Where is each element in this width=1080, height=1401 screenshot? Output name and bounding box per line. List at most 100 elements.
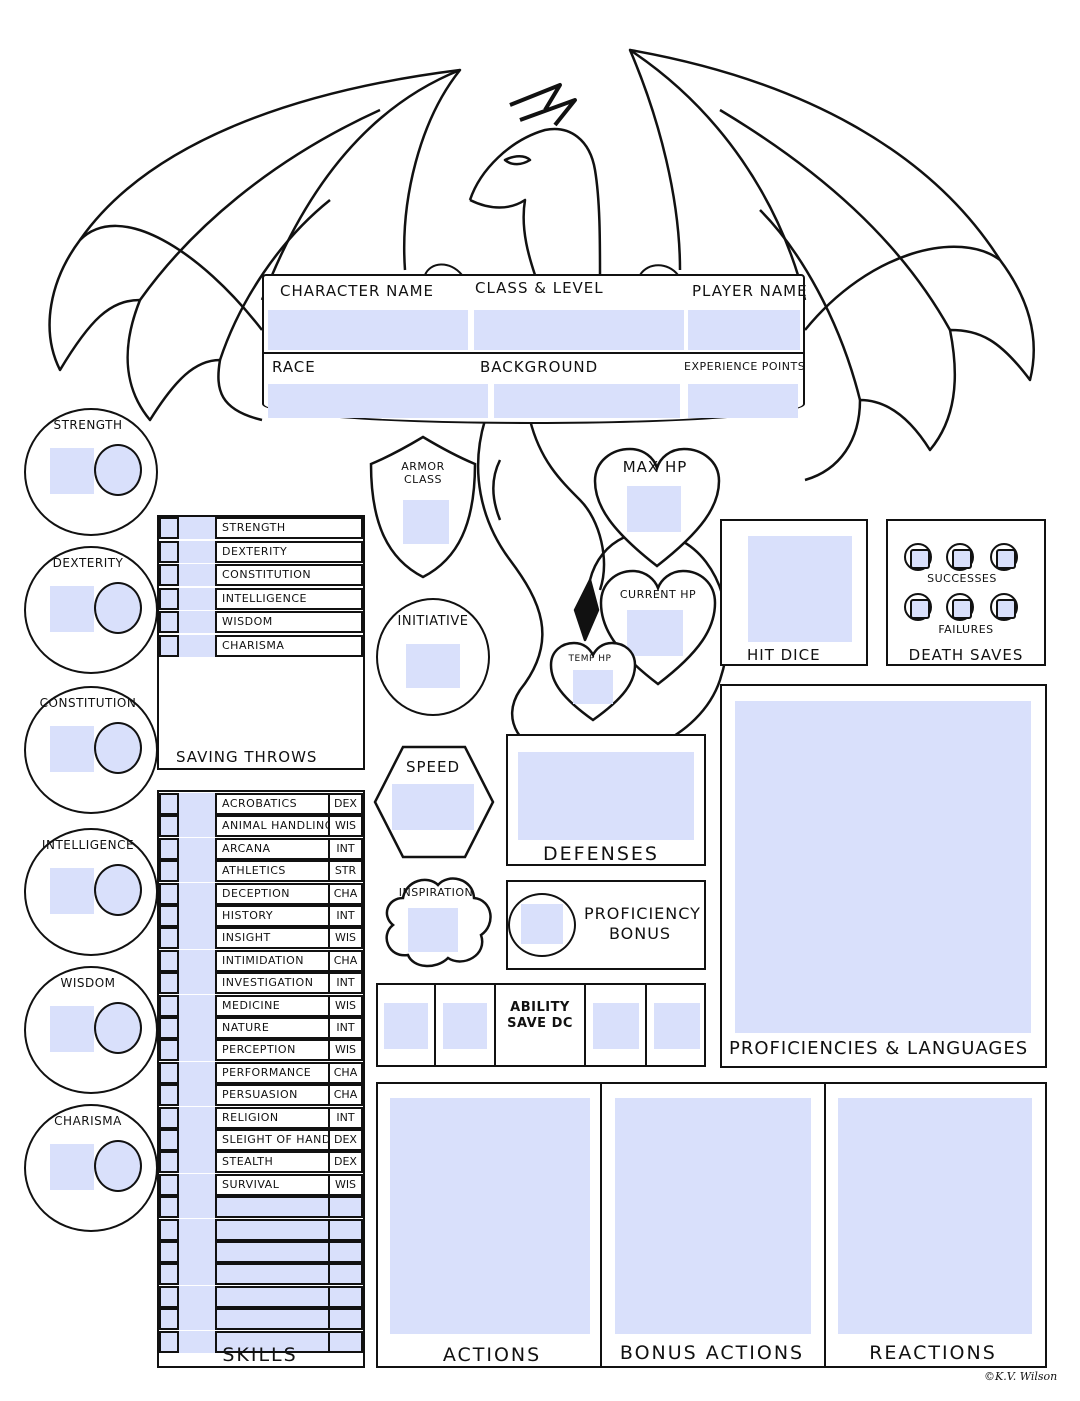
ability-modifier-field[interactable] bbox=[94, 1140, 142, 1192]
save-dc-field-3[interactable] bbox=[593, 1003, 639, 1049]
skill-name-field[interactable] bbox=[217, 1285, 330, 1308]
proficiency-checkbox[interactable] bbox=[159, 1241, 179, 1263]
proficiency-checkbox[interactable] bbox=[159, 1106, 179, 1129]
saving-throw-modifier[interactable] bbox=[179, 587, 217, 610]
skill-modifier[interactable] bbox=[179, 1241, 217, 1263]
max-hp-field[interactable] bbox=[627, 486, 681, 532]
speed-field[interactable] bbox=[392, 784, 474, 830]
skill-ability-field[interactable] bbox=[330, 1330, 363, 1353]
proficiency-checkbox[interactable] bbox=[159, 1330, 179, 1353]
ability-modifier-field[interactable] bbox=[94, 444, 142, 496]
ability-modifier-field[interactable] bbox=[94, 864, 142, 916]
proficiency-checkbox[interactable] bbox=[159, 972, 179, 995]
ability-score-field[interactable] bbox=[50, 586, 94, 632]
skill-modifier[interactable] bbox=[179, 1173, 217, 1196]
skill-modifier[interactable] bbox=[179, 905, 217, 927]
proficiency-checkbox[interactable] bbox=[159, 860, 179, 883]
temp-hp-field[interactable] bbox=[573, 670, 613, 704]
proficiency-checkbox[interactable] bbox=[159, 882, 179, 905]
saving-throw-modifier[interactable] bbox=[179, 517, 217, 539]
experience-field[interactable] bbox=[688, 384, 798, 418]
actions-field[interactable] bbox=[390, 1098, 590, 1334]
skill-modifier[interactable] bbox=[179, 1196, 217, 1219]
death-save-success-box[interactable] bbox=[946, 543, 974, 571]
skill-name-field[interactable] bbox=[217, 1263, 330, 1286]
death-save-success-box[interactable] bbox=[990, 543, 1018, 571]
skill-name-field[interactable] bbox=[217, 1241, 330, 1263]
proficiency-checkbox[interactable] bbox=[159, 1061, 179, 1084]
ability-score-field[interactable] bbox=[50, 1144, 94, 1190]
skill-modifier[interactable] bbox=[179, 1039, 217, 1062]
race-field[interactable] bbox=[268, 384, 488, 418]
skill-modifier[interactable] bbox=[179, 1061, 217, 1084]
skill-modifier[interactable] bbox=[179, 994, 217, 1017]
skill-name-field[interactable] bbox=[217, 1330, 330, 1353]
background-field[interactable] bbox=[494, 384, 680, 418]
skill-modifier[interactable] bbox=[179, 860, 217, 883]
proficiency-checkbox[interactable] bbox=[159, 1285, 179, 1308]
skill-ability-field[interactable] bbox=[330, 1263, 363, 1286]
proficiency-checkbox[interactable] bbox=[159, 634, 179, 657]
defenses-field[interactable] bbox=[518, 752, 694, 840]
proficiency-checkbox[interactable] bbox=[159, 1151, 179, 1174]
death-save-success-box[interactable] bbox=[904, 543, 932, 571]
skill-modifier[interactable] bbox=[179, 1084, 217, 1107]
proficiency-checkbox[interactable] bbox=[159, 994, 179, 1017]
skill-modifier[interactable] bbox=[179, 1151, 217, 1174]
proficiency-checkbox[interactable] bbox=[159, 1263, 179, 1286]
skill-modifier[interactable] bbox=[179, 1106, 217, 1129]
proficiency-checkbox[interactable] bbox=[159, 905, 179, 927]
proficiency-checkbox[interactable] bbox=[159, 1196, 179, 1219]
skill-modifier[interactable] bbox=[179, 1017, 217, 1039]
proficiency-checkbox[interactable] bbox=[159, 1308, 179, 1331]
ability-score-field[interactable] bbox=[50, 868, 94, 914]
death-save-failure-box[interactable] bbox=[946, 593, 974, 621]
skill-modifier[interactable] bbox=[179, 1129, 217, 1151]
skill-ability-field[interactable] bbox=[330, 1196, 363, 1219]
skill-modifier[interactable] bbox=[179, 1285, 217, 1308]
initiative-field[interactable] bbox=[406, 644, 460, 688]
ability-score-field[interactable] bbox=[50, 448, 94, 494]
saving-throw-modifier[interactable] bbox=[179, 611, 217, 633]
proficiency-checkbox[interactable] bbox=[159, 517, 179, 539]
skill-modifier[interactable] bbox=[179, 1263, 217, 1286]
saving-throw-modifier[interactable] bbox=[179, 564, 217, 586]
proficiency-checkbox[interactable] bbox=[159, 793, 179, 815]
proficiency-checkbox[interactable] bbox=[159, 611, 179, 633]
skill-name-field[interactable] bbox=[217, 1308, 330, 1331]
skill-name-field[interactable] bbox=[217, 1218, 330, 1241]
death-save-failure-box[interactable] bbox=[904, 593, 932, 621]
armor-class-field[interactable] bbox=[403, 500, 449, 544]
proficiency-checkbox[interactable] bbox=[159, 815, 179, 838]
skill-modifier[interactable] bbox=[179, 972, 217, 995]
proficiency-checkbox[interactable] bbox=[159, 1218, 179, 1241]
proficiency-checkbox[interactable] bbox=[159, 564, 179, 586]
proficiency-bonus-field[interactable] bbox=[521, 904, 563, 944]
ability-modifier-field[interactable] bbox=[94, 1002, 142, 1054]
proficiency-checkbox[interactable] bbox=[159, 1039, 179, 1062]
hit-dice-field[interactable] bbox=[748, 536, 852, 642]
save-dc-field-1[interactable] bbox=[384, 1003, 428, 1049]
proficiency-checkbox[interactable] bbox=[159, 1017, 179, 1039]
skill-modifier[interactable] bbox=[179, 1308, 217, 1331]
proficiency-checkbox[interactable] bbox=[159, 540, 179, 563]
bonus-actions-field[interactable] bbox=[615, 1098, 811, 1334]
death-save-failure-box[interactable] bbox=[990, 593, 1018, 621]
character-name-field[interactable] bbox=[268, 310, 468, 350]
proficiency-checkbox[interactable] bbox=[159, 1173, 179, 1196]
skill-name-field[interactable] bbox=[217, 1196, 330, 1219]
skill-modifier[interactable] bbox=[179, 1218, 217, 1241]
skill-modifier[interactable] bbox=[179, 927, 217, 950]
proficiencies-field[interactable] bbox=[735, 701, 1031, 1033]
proficiency-checkbox[interactable] bbox=[159, 1084, 179, 1107]
save-dc-field-2[interactable] bbox=[443, 1003, 487, 1049]
ability-modifier-field[interactable] bbox=[94, 582, 142, 634]
skill-modifier[interactable] bbox=[179, 949, 217, 972]
saving-throw-modifier[interactable] bbox=[179, 634, 217, 657]
saving-throw-modifier[interactable] bbox=[179, 540, 217, 563]
skill-ability-field[interactable] bbox=[330, 1218, 363, 1241]
proficiency-checkbox[interactable] bbox=[159, 587, 179, 610]
skill-modifier[interactable] bbox=[179, 1330, 217, 1353]
skill-modifier[interactable] bbox=[179, 793, 217, 815]
skill-modifier[interactable] bbox=[179, 837, 217, 860]
